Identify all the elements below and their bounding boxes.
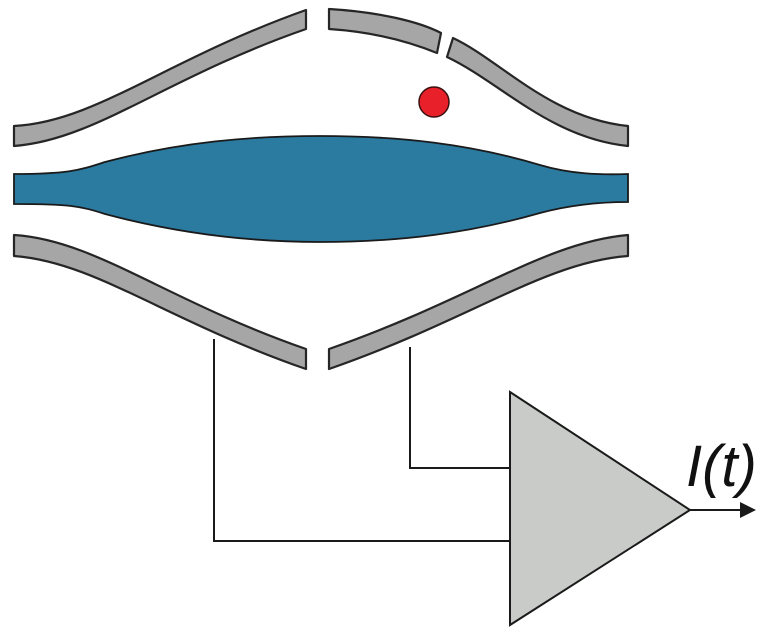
arrow-right-icon bbox=[740, 502, 756, 518]
bottom-electrode-right bbox=[327, 233, 630, 371]
nanochannel bbox=[13, 135, 629, 243]
top-electrode-right bbox=[445, 36, 630, 148]
wire-left-electrode bbox=[213, 339, 510, 542]
top-electrode-middle bbox=[327, 7, 443, 55]
triangle-amplifier-icon bbox=[509, 390, 692, 627]
particle-marker bbox=[418, 86, 450, 118]
top-electrode-left bbox=[12, 8, 308, 148]
wire-right-electrode bbox=[409, 347, 510, 469]
bottom-electrode-left bbox=[12, 233, 308, 371]
output-current-label: I(t) bbox=[686, 434, 757, 499]
